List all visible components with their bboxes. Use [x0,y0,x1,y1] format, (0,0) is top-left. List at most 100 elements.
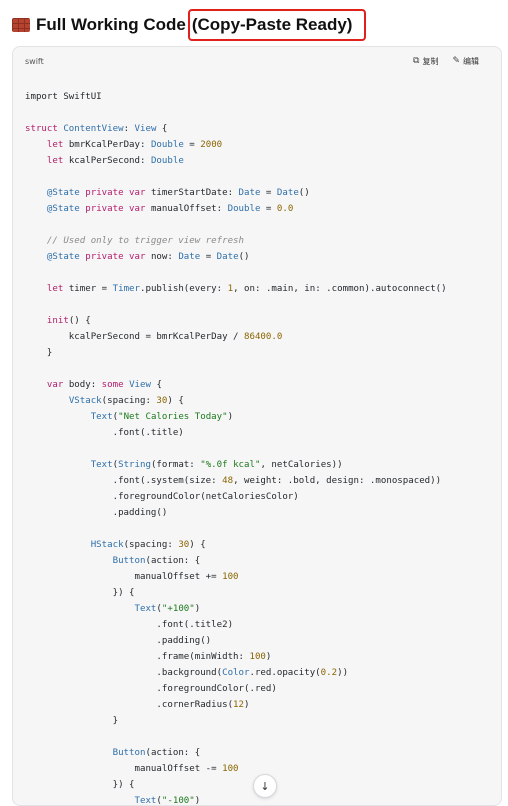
edit-button[interactable]: ✎ 编辑 [452,56,479,67]
code-line: @State private var now: Date = Date() [25,249,501,265]
code-token: ( [156,604,162,614]
code-token: , netCalories)) [260,460,343,470]
code-token: 0.0 [276,204,294,214]
code-token: : [123,124,135,134]
code-token: Button [112,748,146,758]
code-token: HStack [90,540,124,550]
code-token: ) { [167,396,184,406]
code-token: .padding() [25,636,212,646]
code-line: Text(String(format: "%.0f kcal", netCalo… [25,457,501,473]
code-token [25,380,47,390]
code-token: manualOffset += [25,572,223,582]
code-token: .cornerRadius( [25,700,234,710]
code-line: struct ContentView: View { [25,121,501,137]
code-token: .background( [25,668,223,678]
heading-title: Full Working Code [36,15,186,34]
code-line [25,441,501,457]
code-line: @State private var manualOffset: Double … [25,201,501,217]
code-token: }) { [25,588,135,598]
code-token: Double [150,140,184,150]
code-token: VStack [68,396,102,406]
code-token: , on: .main, in: .common).autoconnect() [233,284,447,294]
code-token: let [46,140,64,150]
code-line: }) { [25,777,501,793]
code-line: Button(action: { [25,553,501,569]
code-line: .font(.system(size: 48, weight: .bold, d… [25,473,501,489]
code-token: ) [265,652,272,662]
code-token: (action: { [145,748,201,758]
copy-icon: ⧉ [413,56,420,66]
code-line: .padding() [25,633,501,649]
code-line: import SwiftUI [25,89,501,105]
code-token: 1 [227,284,234,294]
code-token: // Used only to trigger view refresh [25,236,244,246]
scroll-down-button[interactable]: ↓ [253,774,277,798]
code-token: .red.opacity( [249,668,321,678]
arrow-down-icon: ↓ [260,779,270,793]
code-line: HStack(spacing: 30) { [25,537,501,553]
code-line: @State private var timerStartDate: Date … [25,185,501,201]
code-token [25,796,135,805]
code-token: 48 [222,476,234,486]
code-token: @State [46,252,80,262]
code-line: .padding() [25,505,501,521]
copy-button[interactable]: ⧉ 复制 [413,56,438,67]
code-line: .cornerRadius(12) [25,697,501,713]
code-line: .font(.title2) [25,617,501,633]
edit-icon: ✎ [452,56,460,66]
code-line: manualOffset -= 100 [25,761,501,777]
code-token: 0.2 [320,668,338,678]
code-token: String [118,460,151,470]
code-token: timerStartDate: [145,188,239,198]
code-line [25,265,501,281]
code-token: 100 [222,572,239,582]
code-token: .font(.system(size: [25,476,223,486]
code-token: ) [244,700,250,710]
code-token: .foregroundColor(.red) [25,684,277,694]
code-line [25,217,501,233]
code-token: private var [79,204,146,214]
code-token: Text [134,604,157,614]
code-token [25,316,47,326]
brick-icon [12,18,30,32]
code-token: 100 [222,764,239,774]
code-line: // Used only to trigger view refresh [25,233,501,249]
code-token: body: [63,380,102,390]
code-token: { [150,380,162,390]
code-token [25,188,47,198]
code-token [25,284,47,294]
code-token [25,204,47,214]
code-token: ) [227,412,234,422]
code-token: import SwiftUI [25,92,102,102]
code-token [25,748,113,758]
code-token: = [260,204,277,214]
code-line: var body: some View { [25,377,501,393]
code-line: .foregroundColor(netCaloriesColor) [25,489,501,505]
code-line [25,73,501,89]
code-token: "+100" [161,604,195,614]
code-content[interactable]: import SwiftUI struct ContentView: View … [13,73,501,805]
heading-highlight: (Copy-Paste Ready) [187,9,367,41]
code-token: Double [150,156,184,166]
code-line: let bmrKcalPerDay: Double = 2000 [25,137,501,153]
code-token [25,252,47,262]
code-token: Double [227,204,261,214]
code-token: Date [276,188,299,198]
code-token: = [260,188,277,198]
code-token: { [156,124,168,134]
code-token: )) [337,668,349,678]
code-token: ) { [189,540,206,550]
code-token: kcalPerSecond = bmrKcalPerDay / [25,332,244,342]
code-token [25,540,91,550]
code-line: .background(Color.red.opacity(0.2)) [25,665,501,681]
code-line: .frame(minWidth: 100) [25,649,501,665]
code-token: = [183,140,201,150]
code-token: timer = [63,284,113,294]
code-token: Timer [112,284,140,294]
code-line: VStack(spacing: 30) { [25,393,501,409]
code-token: now: [145,252,179,262]
code-token: @State [46,204,80,214]
code-token: some [101,380,124,390]
code-line: let timer = Timer.publish(every: 1, on: … [25,281,501,297]
code-token: 30 [156,396,168,406]
